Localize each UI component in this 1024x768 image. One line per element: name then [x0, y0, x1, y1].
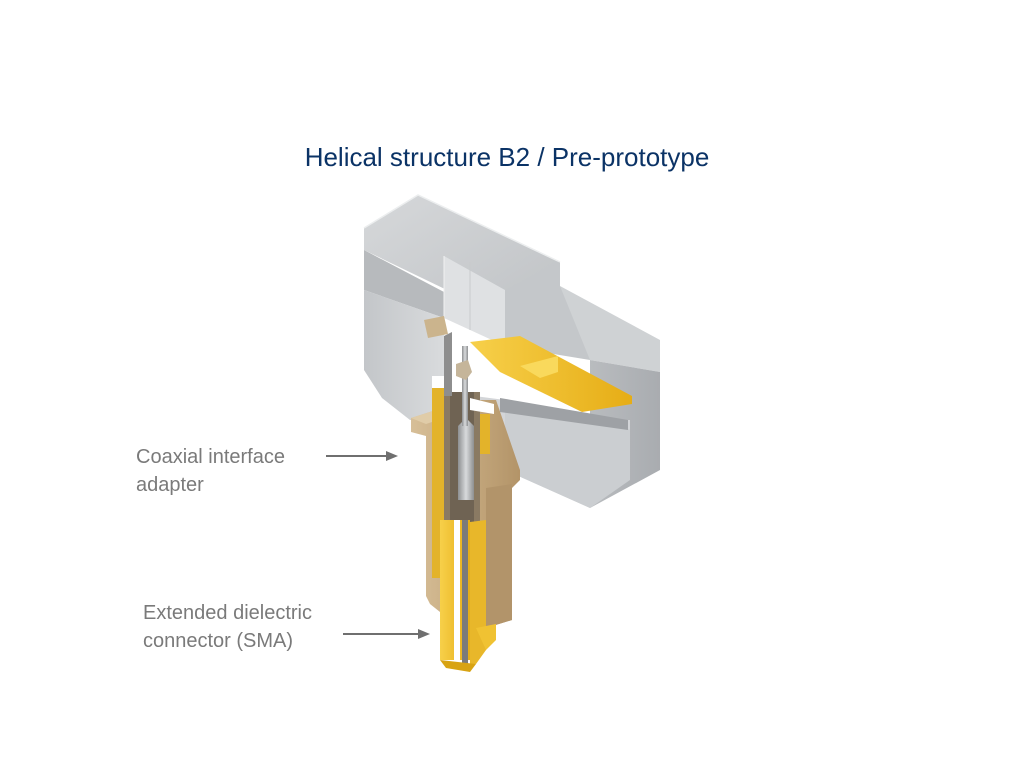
callout-arrow-adapter: [326, 451, 398, 461]
callout-label-line: connector (SMA): [143, 630, 294, 652]
callout-label-line: adapter: [136, 474, 204, 496]
callout-arrow-sma: [343, 629, 430, 639]
callout-label-sma-connector: Extended dielectric connector (SMA): [143, 599, 312, 655]
sma-connector: [440, 520, 496, 672]
slide-title: Helical structure B2 / Pre-prototype: [304, 142, 710, 172]
callout-label-line: Extended dielectric: [143, 602, 312, 624]
gold-strip: [470, 336, 632, 412]
callout-label-line: Coaxial interface: [136, 446, 285, 468]
adapter-cutaway: [424, 316, 494, 578]
callout-label-coaxial-adapter: Coaxial interface adapter: [136, 443, 285, 499]
